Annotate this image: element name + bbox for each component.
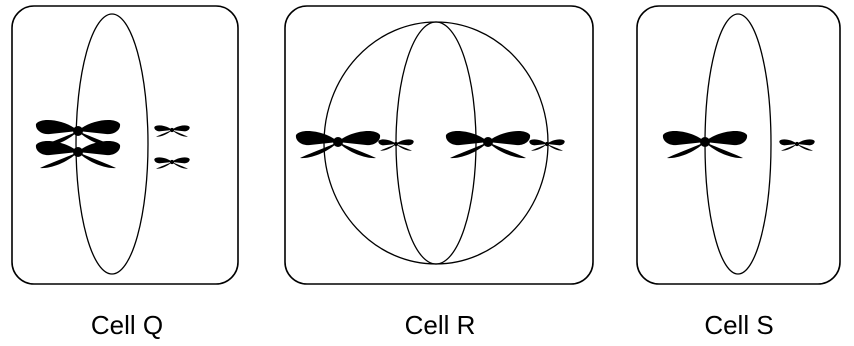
cell-q [12, 6, 238, 284]
cell-q-label: Cell Q [27, 312, 227, 338]
cell-r [285, 6, 593, 284]
cell-s-label: Cell S [639, 312, 839, 338]
cell-r-label: Cell R [340, 312, 540, 338]
cell-s [637, 6, 840, 284]
